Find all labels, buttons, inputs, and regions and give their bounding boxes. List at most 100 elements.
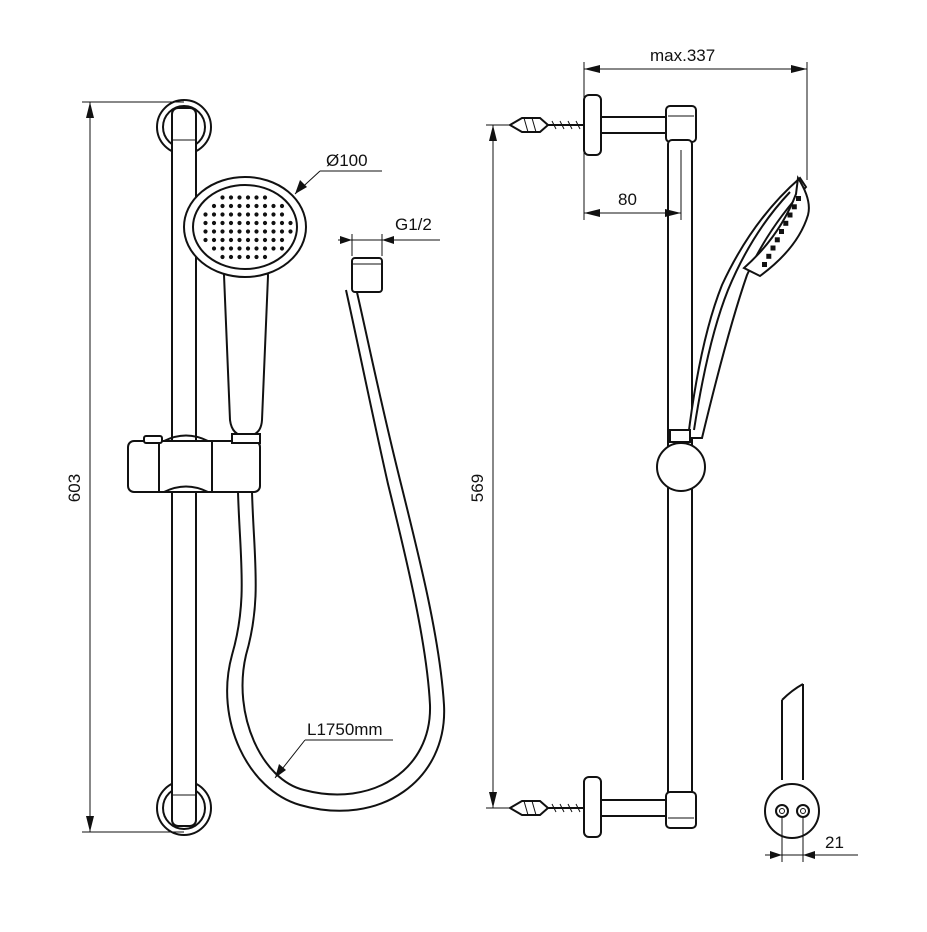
wall-plug-top bbox=[508, 117, 584, 133]
side-spray-nozzle bbox=[791, 204, 797, 210]
spray-nozzle bbox=[245, 229, 251, 234]
spray-nozzle bbox=[228, 254, 234, 260]
spray-nozzle bbox=[211, 220, 217, 226]
spray-nozzle bbox=[245, 220, 251, 226]
spray-nozzle bbox=[220, 220, 225, 226]
spray-nozzle bbox=[220, 212, 225, 217]
spray-nozzle bbox=[228, 212, 234, 217]
spray-nozzle bbox=[228, 220, 234, 226]
spray-nozzle bbox=[279, 220, 285, 226]
spray-nozzle bbox=[220, 254, 225, 260]
hose-length-label: L1750mm bbox=[307, 720, 383, 739]
spray-nozzles bbox=[203, 195, 293, 260]
spray-nozzle bbox=[203, 237, 208, 243]
side-spray-nozzle bbox=[783, 220, 789, 226]
pipe-dimension-label: 21 bbox=[825, 833, 844, 852]
side-spray-nozzles bbox=[762, 196, 801, 267]
spray-nozzle bbox=[237, 229, 242, 234]
side-spray-nozzle bbox=[766, 253, 772, 259]
rail-height-label: 603 bbox=[65, 474, 84, 502]
spray-nozzle bbox=[262, 254, 268, 260]
spray-nozzle bbox=[279, 203, 285, 209]
bracket-projection-dimension: 80 bbox=[583, 150, 682, 220]
spray-nozzle bbox=[237, 212, 242, 217]
spray-nozzle bbox=[237, 254, 242, 260]
spray-nozzle bbox=[237, 220, 242, 226]
spray-nozzle bbox=[211, 212, 217, 217]
spray-nozzle bbox=[211, 203, 217, 209]
spray-nozzle bbox=[228, 246, 234, 251]
spray-nozzle bbox=[228, 203, 234, 209]
wall-plug-bottom bbox=[508, 800, 584, 816]
spray-nozzle bbox=[228, 195, 234, 200]
spray-nozzle bbox=[220, 246, 225, 251]
spray-nozzle bbox=[237, 195, 242, 200]
spray-nozzle bbox=[220, 195, 225, 200]
pipe-section-detail: 21 bbox=[764, 683, 858, 862]
spray-nozzle bbox=[245, 246, 251, 251]
spray-nozzle bbox=[279, 237, 285, 243]
spray-nozzle bbox=[288, 220, 293, 226]
front-view: 603 Ø100 G1/2 L1750mm bbox=[65, 99, 446, 836]
spray-nozzle bbox=[254, 203, 259, 209]
spray-nozzle bbox=[271, 246, 276, 251]
side-spray-nozzle bbox=[770, 245, 776, 251]
side-spray-nozzle bbox=[774, 237, 780, 243]
spray-nozzle bbox=[271, 237, 276, 243]
spray-nozzle bbox=[288, 229, 293, 234]
spray-nozzle bbox=[254, 212, 259, 217]
spray-nozzle bbox=[262, 246, 268, 251]
fixing-distance-label: 569 bbox=[468, 474, 487, 502]
spray-nozzle bbox=[271, 212, 276, 217]
spray-nozzle bbox=[271, 203, 276, 209]
spray-nozzle bbox=[228, 237, 234, 243]
spray-nozzle bbox=[271, 229, 276, 234]
holder-knob bbox=[656, 442, 706, 492]
spray-nozzle bbox=[220, 237, 225, 243]
shower-hose bbox=[226, 257, 446, 812]
max-projection-label: max.337 bbox=[650, 46, 715, 65]
head-diameter-label: Ø100 bbox=[326, 151, 368, 170]
hose-thread-label: G1/2 bbox=[395, 215, 432, 234]
rail-height-dimension: 603 bbox=[65, 101, 184, 833]
side-view: max.337 80 569 bbox=[468, 46, 810, 838]
spray-nozzle bbox=[203, 229, 208, 234]
spray-nozzle bbox=[245, 212, 251, 217]
shower-head bbox=[183, 176, 307, 278]
hand-shower-side bbox=[669, 175, 810, 443]
side-spray-nozzle bbox=[796, 196, 801, 201]
spray-nozzle bbox=[254, 237, 259, 243]
spray-nozzle bbox=[220, 229, 225, 234]
side-spray-nozzle bbox=[762, 262, 767, 267]
spray-nozzle bbox=[245, 195, 251, 200]
spray-nozzle bbox=[237, 237, 242, 243]
spray-nozzle bbox=[262, 220, 268, 226]
bottom-bracket-side bbox=[583, 776, 697, 838]
top-bracket-side bbox=[583, 94, 697, 156]
spray-nozzle bbox=[262, 203, 268, 209]
spray-nozzle bbox=[262, 212, 268, 217]
slider-holder bbox=[127, 434, 261, 493]
spray-nozzle bbox=[254, 229, 259, 234]
spray-nozzle bbox=[245, 237, 251, 243]
spray-nozzle bbox=[279, 229, 285, 234]
head-diameter-leader: Ø100 bbox=[294, 151, 382, 195]
side-spray-nozzle bbox=[787, 212, 793, 218]
spray-nozzle bbox=[279, 212, 285, 217]
spray-nozzle bbox=[262, 195, 268, 200]
spray-nozzle bbox=[245, 254, 251, 260]
spray-nozzle bbox=[254, 220, 259, 226]
hose-length-leader: L1750mm bbox=[274, 720, 393, 779]
spray-nozzle bbox=[254, 195, 259, 200]
spray-nozzle bbox=[262, 237, 268, 243]
spray-nozzle bbox=[211, 237, 217, 243]
spray-nozzle bbox=[271, 220, 276, 226]
spray-nozzle bbox=[254, 246, 259, 251]
spray-nozzle bbox=[211, 246, 217, 251]
hose-thread-dimension: G1/2 bbox=[338, 215, 440, 256]
spray-nozzle bbox=[220, 203, 225, 209]
spray-nozzle bbox=[237, 203, 242, 209]
spray-nozzle bbox=[245, 203, 251, 209]
